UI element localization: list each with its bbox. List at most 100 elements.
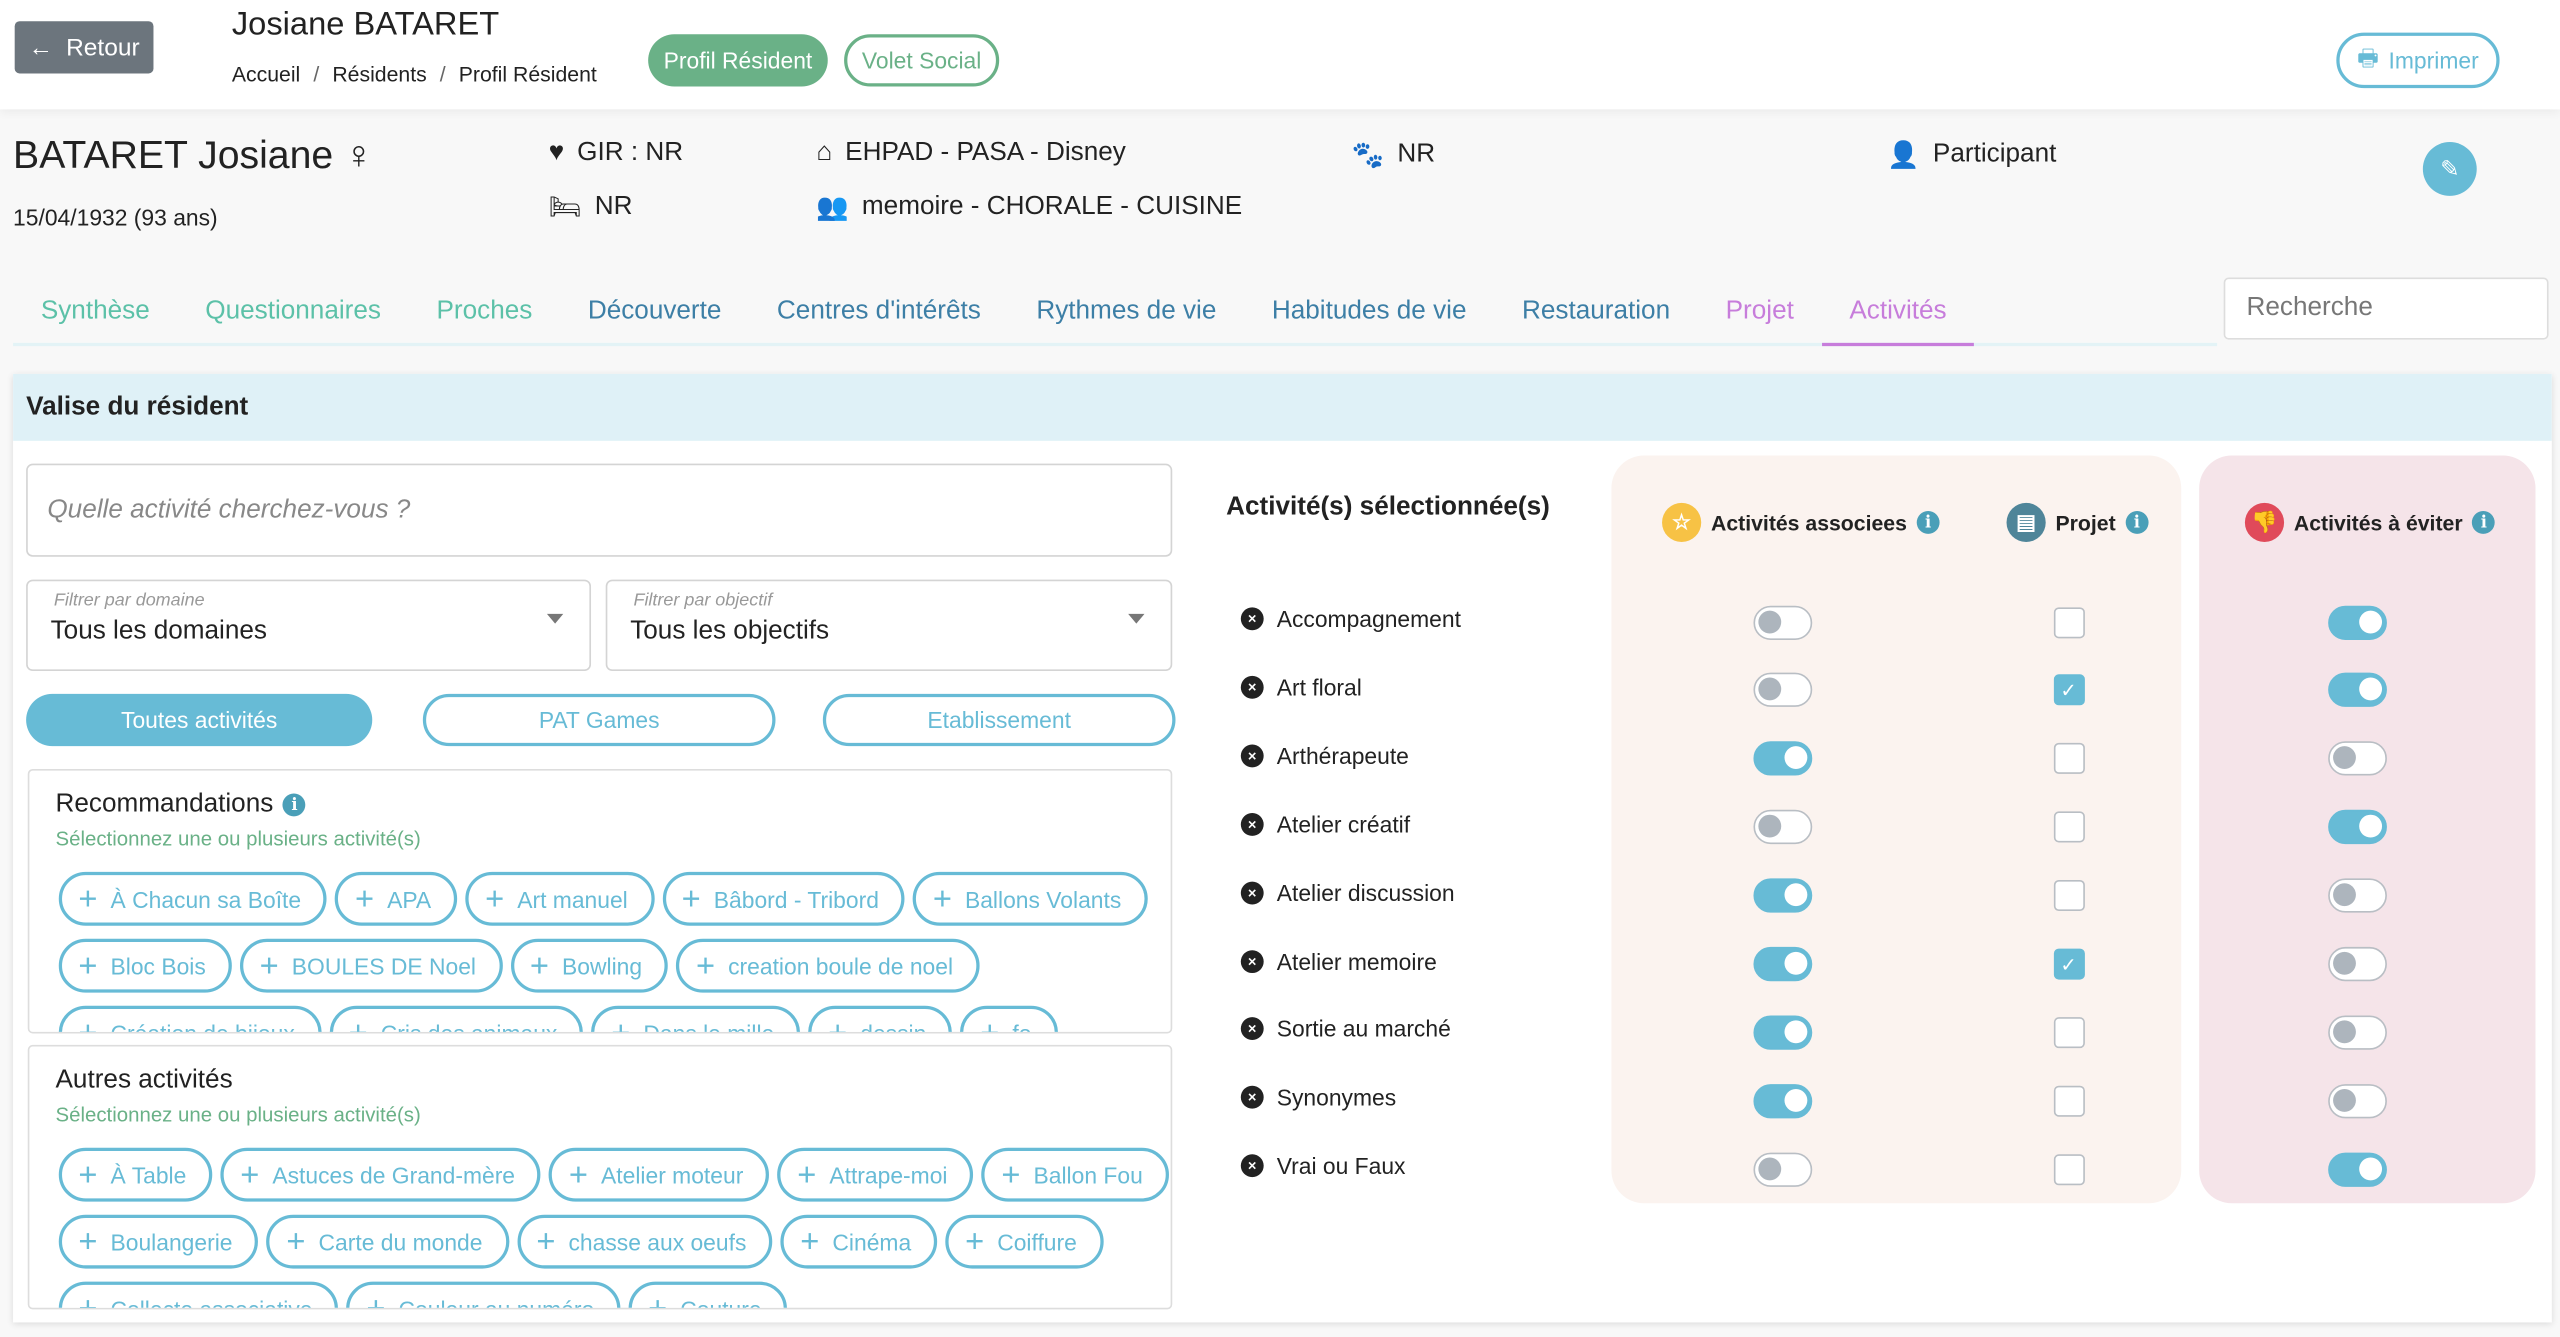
associated-toggle[interactable] — [1753, 878, 1813, 913]
activity-chip[interactable]: +fo — [960, 1005, 1058, 1032]
associated-toggle[interactable] — [1753, 1083, 1813, 1119]
project-checkbox[interactable] — [2053, 880, 2085, 912]
avoid-toggle[interactable] — [2328, 604, 2387, 640]
tab-9[interactable]: Activités — [1821, 294, 1975, 347]
remove-icon[interactable]: × — [1240, 607, 1264, 631]
printer-icon: 🖶 — [2357, 44, 2379, 71]
activity-chip[interactable]: +Art manuel — [465, 871, 654, 926]
avoid-toggle[interactable] — [2328, 1015, 2387, 1050]
activity-chip[interactable]: +BOULES DE Noel — [240, 938, 503, 993]
project-checkbox[interactable]: ✓ — [2053, 674, 2085, 706]
activity-chip[interactable]: +Bloc Bois — [58, 938, 232, 993]
project-checkbox[interactable] — [2053, 811, 2085, 843]
tab-1[interactable]: Questionnaires — [205, 297, 381, 325]
activity-chip[interactable]: +chasse aux oeufs — [516, 1214, 773, 1269]
tab-6[interactable]: Habitudes de vie — [1271, 297, 1467, 325]
activity-chip[interactable]: +Carte du monde — [266, 1214, 509, 1269]
tab-5[interactable]: Rythmes de vie — [1036, 297, 1217, 325]
remove-icon[interactable]: × — [1240, 1086, 1264, 1110]
activity-chip[interactable]: +Attrape-moi — [777, 1147, 974, 1202]
autres-box: Autres activités Sélectionnez une ou plu… — [27, 1044, 1173, 1310]
remove-icon[interactable]: × — [1240, 744, 1264, 768]
activity-chip[interactable]: +Ballon Fou — [981, 1147, 1169, 1202]
remove-icon[interactable]: × — [1240, 675, 1264, 699]
edit-button[interactable]: ✎ — [2422, 142, 2477, 196]
activity-chip[interactable]: +Ballons Volants — [913, 871, 1148, 926]
activity-chip[interactable]: +APA — [335, 871, 458, 926]
associated-toggle[interactable] — [1753, 1015, 1813, 1050]
associated-toggle[interactable] — [1753, 673, 1813, 708]
all-activities-button[interactable]: Toutes activités — [26, 693, 373, 747]
associated-toggle[interactable] — [1753, 741, 1813, 776]
tab-7[interactable]: Restauration — [1521, 297, 1671, 325]
pet-info: 🐾NR — [1351, 140, 1436, 170]
avoid-toggle[interactable] — [2328, 741, 2387, 776]
print-button[interactable]: 🖶Imprimer — [2336, 32, 2500, 89]
remove-icon[interactable]: × — [1240, 1017, 1264, 1041]
project-checkbox[interactable] — [2053, 1016, 2085, 1048]
activity-search-input[interactable]: Quelle activité cherchez-vous ? — [26, 463, 1173, 557]
autres-title: Autres activités — [55, 1066, 233, 1094]
selected-activity-row: ×Atelier créatif — [1240, 811, 1410, 837]
breadcrumb-accueil[interactable]: Accueil — [231, 62, 301, 87]
activity-chip[interactable]: +Couleur au numéro — [346, 1281, 621, 1308]
breadcrumb-residents[interactable]: Résidents — [332, 62, 427, 87]
search-input[interactable]: Recherche — [2223, 277, 2549, 340]
activity-chip[interactable]: +À Table — [58, 1147, 213, 1202]
remove-icon[interactable]: × — [1240, 949, 1264, 973]
activity-chip[interactable]: +Cinéma — [780, 1214, 938, 1269]
tab-4[interactable]: Centres d'intérêts — [776, 297, 981, 325]
caret-down-icon — [1128, 613, 1145, 624]
tab-3[interactable]: Découverte — [587, 297, 722, 325]
users-icon: 👥 — [816, 194, 849, 223]
activity-chip[interactable]: +Bâbord - Tribord — [662, 871, 906, 926]
volet-social-button[interactable]: Volet Social — [844, 34, 1000, 87]
project-checkbox[interactable]: ✓ — [2053, 948, 2085, 980]
activity-chip[interactable]: +À Chacun sa Boîte — [58, 871, 328, 926]
tab-0[interactable]: Synthèse — [40, 297, 150, 325]
activity-chip[interactable]: +Collecte associative — [58, 1281, 339, 1308]
activity-chip[interactable]: +Cris des animaux — [329, 1005, 584, 1032]
plus-icon: + — [240, 1156, 260, 1193]
avoid-toggle[interactable] — [2328, 673, 2387, 708]
avoid-toggle[interactable] — [2328, 1152, 2387, 1187]
associated-toggle[interactable] — [1753, 604, 1813, 640]
activity-chip[interactable]: +Coiffure — [945, 1214, 1103, 1269]
associated-panel — [1611, 455, 2182, 1204]
activity-chip[interactable]: +Création de bijoux — [58, 1005, 321, 1032]
tab-2[interactable]: Proches — [436, 297, 533, 325]
activity-chip[interactable]: +Bowling — [510, 938, 669, 993]
activity-chip[interactable]: +Astuces de Grand-mère — [220, 1147, 542, 1202]
project-checkbox[interactable] — [2053, 1153, 2085, 1185]
remove-icon[interactable]: × — [1240, 812, 1264, 836]
avoid-toggle[interactable] — [2328, 878, 2387, 913]
activity-chip[interactable]: +creation boule de noel — [676, 938, 980, 993]
remove-icon[interactable]: × — [1240, 1154, 1264, 1178]
activity-chip[interactable]: +Dans le mille — [591, 1005, 801, 1032]
profil-resident-button[interactable]: Profil Résident — [648, 34, 828, 87]
avoid-toggle[interactable] — [2328, 946, 2387, 982]
activity-chip[interactable]: +dessin — [808, 1005, 953, 1032]
associated-toggle[interactable] — [1753, 810, 1813, 845]
etablissement-button[interactable]: Etablissement — [822, 693, 1176, 747]
associated-toggle[interactable] — [1753, 1152, 1813, 1187]
activity-chip[interactable]: +Boulangerie — [58, 1214, 259, 1269]
back-button[interactable]: ←Retour — [14, 21, 154, 74]
remove-icon[interactable]: × — [1240, 880, 1264, 904]
project-checkbox[interactable] — [2053, 606, 2085, 638]
activity-chip[interactable]: +Couture — [628, 1281, 788, 1308]
tabs: Synthèse Questionnaires Proches Découverte C… — [13, 294, 1975, 347]
gir-info: ♥GIR : NR — [548, 138, 684, 167]
associated-toggle[interactable] — [1753, 946, 1813, 982]
avoid-toggle[interactable] — [2328, 810, 2387, 845]
project-checkbox[interactable] — [2053, 1085, 2085, 1117]
plus-icon: + — [568, 1156, 588, 1193]
avoid-toggle[interactable] — [2328, 1083, 2387, 1119]
pat-games-button[interactable]: PAT Games — [422, 693, 776, 747]
project-checkbox[interactable] — [2053, 743, 2085, 775]
activity-chip[interactable]: +Atelier moteur — [549, 1147, 770, 1202]
tab-8[interactable]: Projet — [1725, 297, 1794, 325]
